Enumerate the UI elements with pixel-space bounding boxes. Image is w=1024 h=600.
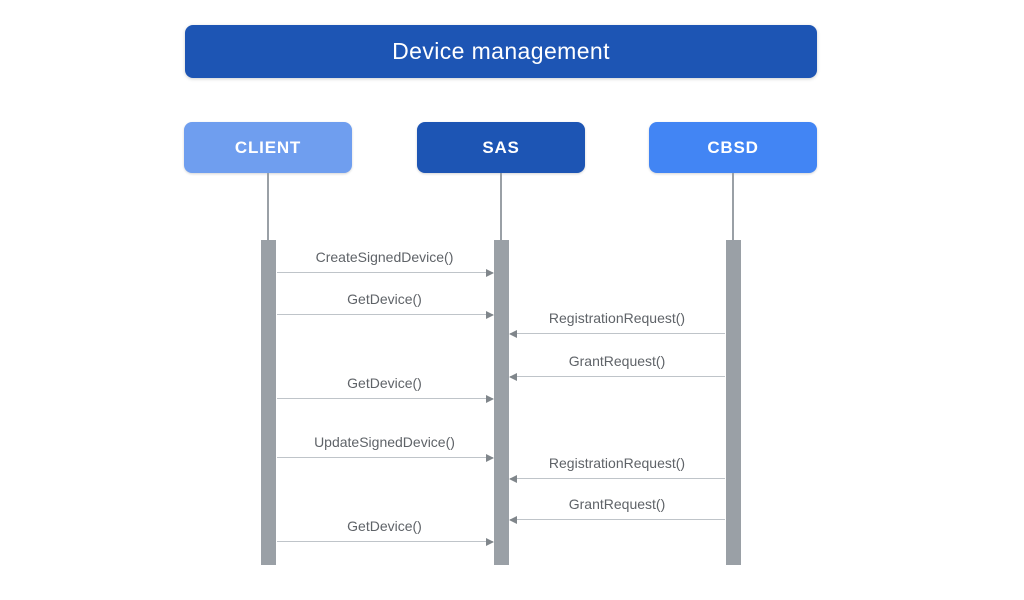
arrowhead-left-icon: [508, 329, 517, 338]
message: GrantRequest(): [508, 351, 725, 381]
message: GetDevice(): [276, 289, 494, 319]
message-line: [276, 313, 493, 315]
actor-label: CBSD: [707, 137, 759, 157]
arrowhead-right-icon: [485, 268, 494, 277]
arrowhead-left-icon: [508, 515, 517, 524]
message-line: [276, 456, 493, 458]
activation-bar-client: [260, 240, 276, 565]
activation-bar-cbsd: [725, 240, 741, 565]
message: UpdateSignedDevice(): [276, 432, 494, 462]
message: CreateSignedDevice(): [276, 247, 494, 277]
message-label: GetDevice(): [347, 375, 422, 391]
message-label: CreateSignedDevice(): [315, 249, 454, 265]
actor-label: SAS: [482, 137, 520, 157]
message: GetDevice(): [276, 516, 494, 546]
actor-box-cbsd: CBSD: [649, 122, 817, 173]
actor-box-client: CLIENT: [184, 122, 352, 173]
message-line: [276, 540, 493, 542]
message: GrantRequest(): [508, 494, 725, 524]
message-line: [276, 397, 493, 399]
message-label: UpdateSignedDevice(): [314, 434, 455, 450]
lifeline-cbsd: [732, 173, 734, 240]
message: GetDevice(): [276, 373, 494, 403]
message-line: [276, 271, 493, 273]
arrowhead-right-icon: [485, 453, 494, 462]
message-label: GetDevice(): [347, 291, 422, 307]
message-label: GrantRequest(): [568, 496, 666, 512]
message-label: RegistrationRequest(): [548, 310, 686, 326]
message-label: RegistrationRequest(): [548, 455, 686, 471]
arrowhead-right-icon: [485, 394, 494, 403]
diagram-title-banner: Device management: [185, 25, 817, 78]
message-line: [509, 518, 725, 520]
arrowhead-right-icon: [485, 310, 494, 319]
message: RegistrationRequest(): [508, 308, 725, 338]
arrowhead-left-icon: [508, 474, 517, 483]
actor-box-sas: SAS: [417, 122, 585, 173]
message-label: GetDevice(): [347, 518, 422, 534]
lifeline-client: [267, 173, 269, 240]
arrowhead-right-icon: [485, 537, 494, 546]
message-line: [509, 477, 725, 479]
message: RegistrationRequest(): [508, 453, 725, 483]
message-line: [509, 375, 725, 377]
arrowhead-left-icon: [508, 372, 517, 381]
message-line: [509, 332, 725, 334]
lifeline-sas: [500, 173, 502, 240]
activation-bar-sas: [493, 240, 509, 565]
message-label: GrantRequest(): [568, 353, 666, 369]
diagram-title: Device management: [392, 38, 610, 64]
actor-label: CLIENT: [234, 137, 302, 157]
